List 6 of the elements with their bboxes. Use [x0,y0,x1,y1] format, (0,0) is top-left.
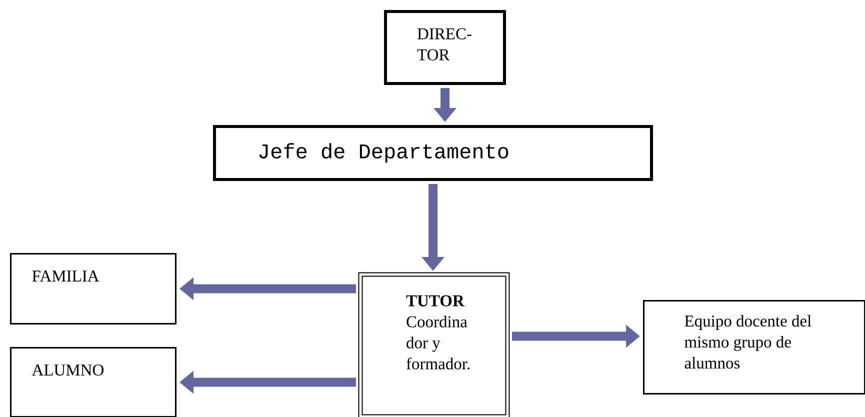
text-box: Equipo docente del mismo grupo de alumnos [643,300,865,394]
text-box: DIREC- TOR [384,10,506,85]
text-box: ALUMNO [10,347,176,417]
text-box: Jefe de Departamento [213,125,653,181]
text-box: FAMILIA [10,253,176,324]
text-box: TUTOR Coordina dor y formador. [358,272,510,417]
